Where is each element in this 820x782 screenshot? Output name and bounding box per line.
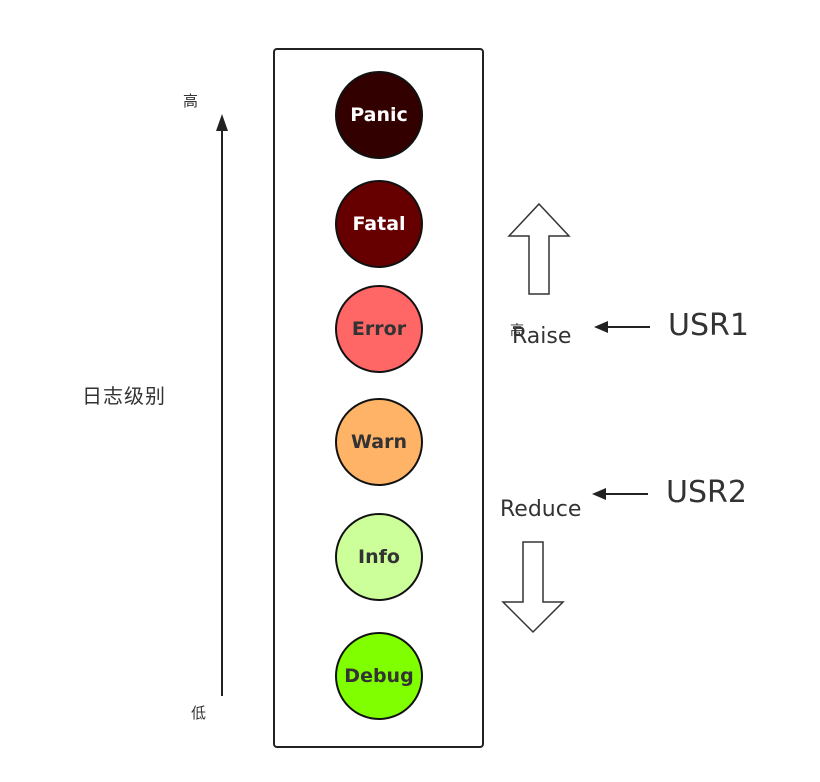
level-debug: Debug	[335, 632, 423, 720]
log-level-box	[273, 48, 484, 748]
level-label: Debug	[344, 665, 414, 687]
usr2-signal-label: USR2	[666, 475, 747, 510]
level-error: Error	[335, 285, 423, 373]
level-label: Warn	[351, 431, 407, 453]
usr1-pointer-head	[594, 321, 608, 333]
axis-arrow-head	[216, 114, 228, 131]
level-label: Info	[358, 546, 400, 568]
raise-up-arrow	[507, 202, 571, 295]
axis-low-label: 低	[191, 704, 207, 722]
reduce-label: Reduce	[500, 497, 582, 522]
raise-label: Raise	[512, 324, 572, 349]
usr1-signal-label: USR1	[668, 308, 749, 343]
level-label: Fatal	[352, 213, 406, 235]
raise-stray-glyph: 高	[510, 323, 524, 339]
level-warn: Warn	[335, 398, 423, 486]
axis-high-label: 高	[183, 92, 199, 110]
level-panic: Panic	[335, 71, 423, 159]
level-label: Panic	[350, 104, 408, 126]
axis-title: 日志级别	[82, 384, 166, 408]
reduce-down-arrow	[501, 541, 565, 634]
level-fatal: Fatal	[335, 180, 423, 268]
level-label: Error	[351, 318, 407, 340]
usr2-pointer-head	[592, 488, 606, 500]
level-info: Info	[335, 513, 423, 601]
